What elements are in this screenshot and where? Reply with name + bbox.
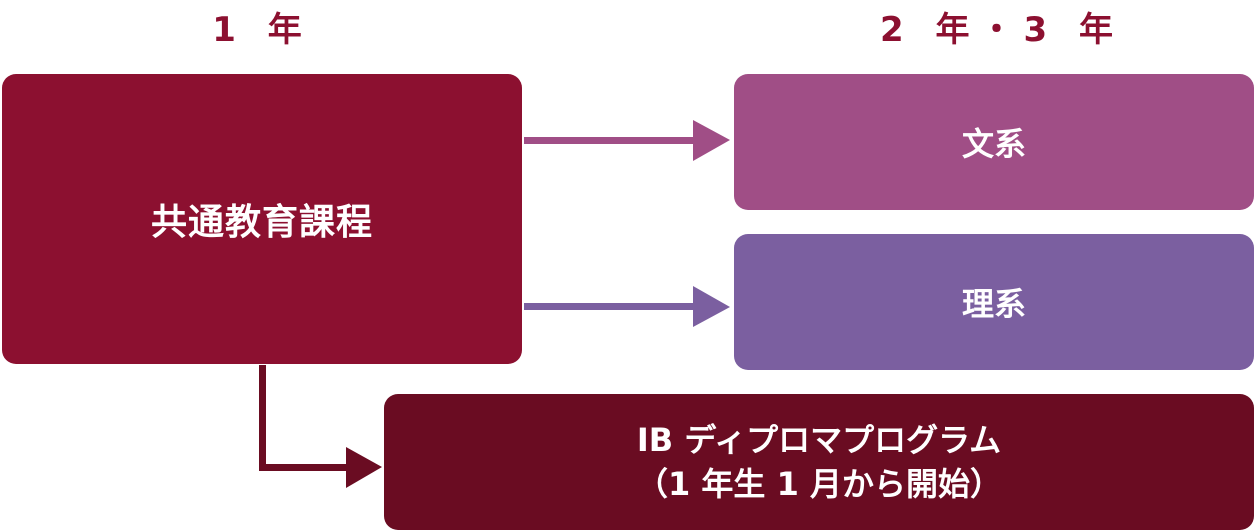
node-ib-label-line2: （1 年生 1 月から開始） <box>636 465 1002 503</box>
heading-year-2-3: 2 年・3 年 <box>880 10 1123 50</box>
arrow-to-sciences <box>524 286 730 327</box>
node-humanities-label: 文系 <box>961 125 1026 163</box>
node-ib-diploma: IB ディプロマプログラム （1 年生 1 月から開始） <box>384 394 1254 530</box>
heading-year-1: 1 年 <box>212 10 312 50</box>
arrow-to-humanities <box>524 120 730 161</box>
node-common-curriculum: 共通教育課程 <box>2 74 522 364</box>
arrow-to-ib <box>259 365 382 488</box>
node-humanities: 文系 <box>734 74 1254 210</box>
node-sciences: 理系 <box>734 234 1254 370</box>
node-common-label: 共通教育課程 <box>150 202 373 243</box>
node-ib-label-line1: IB ディプロマプログラム <box>636 421 1002 459</box>
node-sciences-label: 理系 <box>961 285 1026 323</box>
